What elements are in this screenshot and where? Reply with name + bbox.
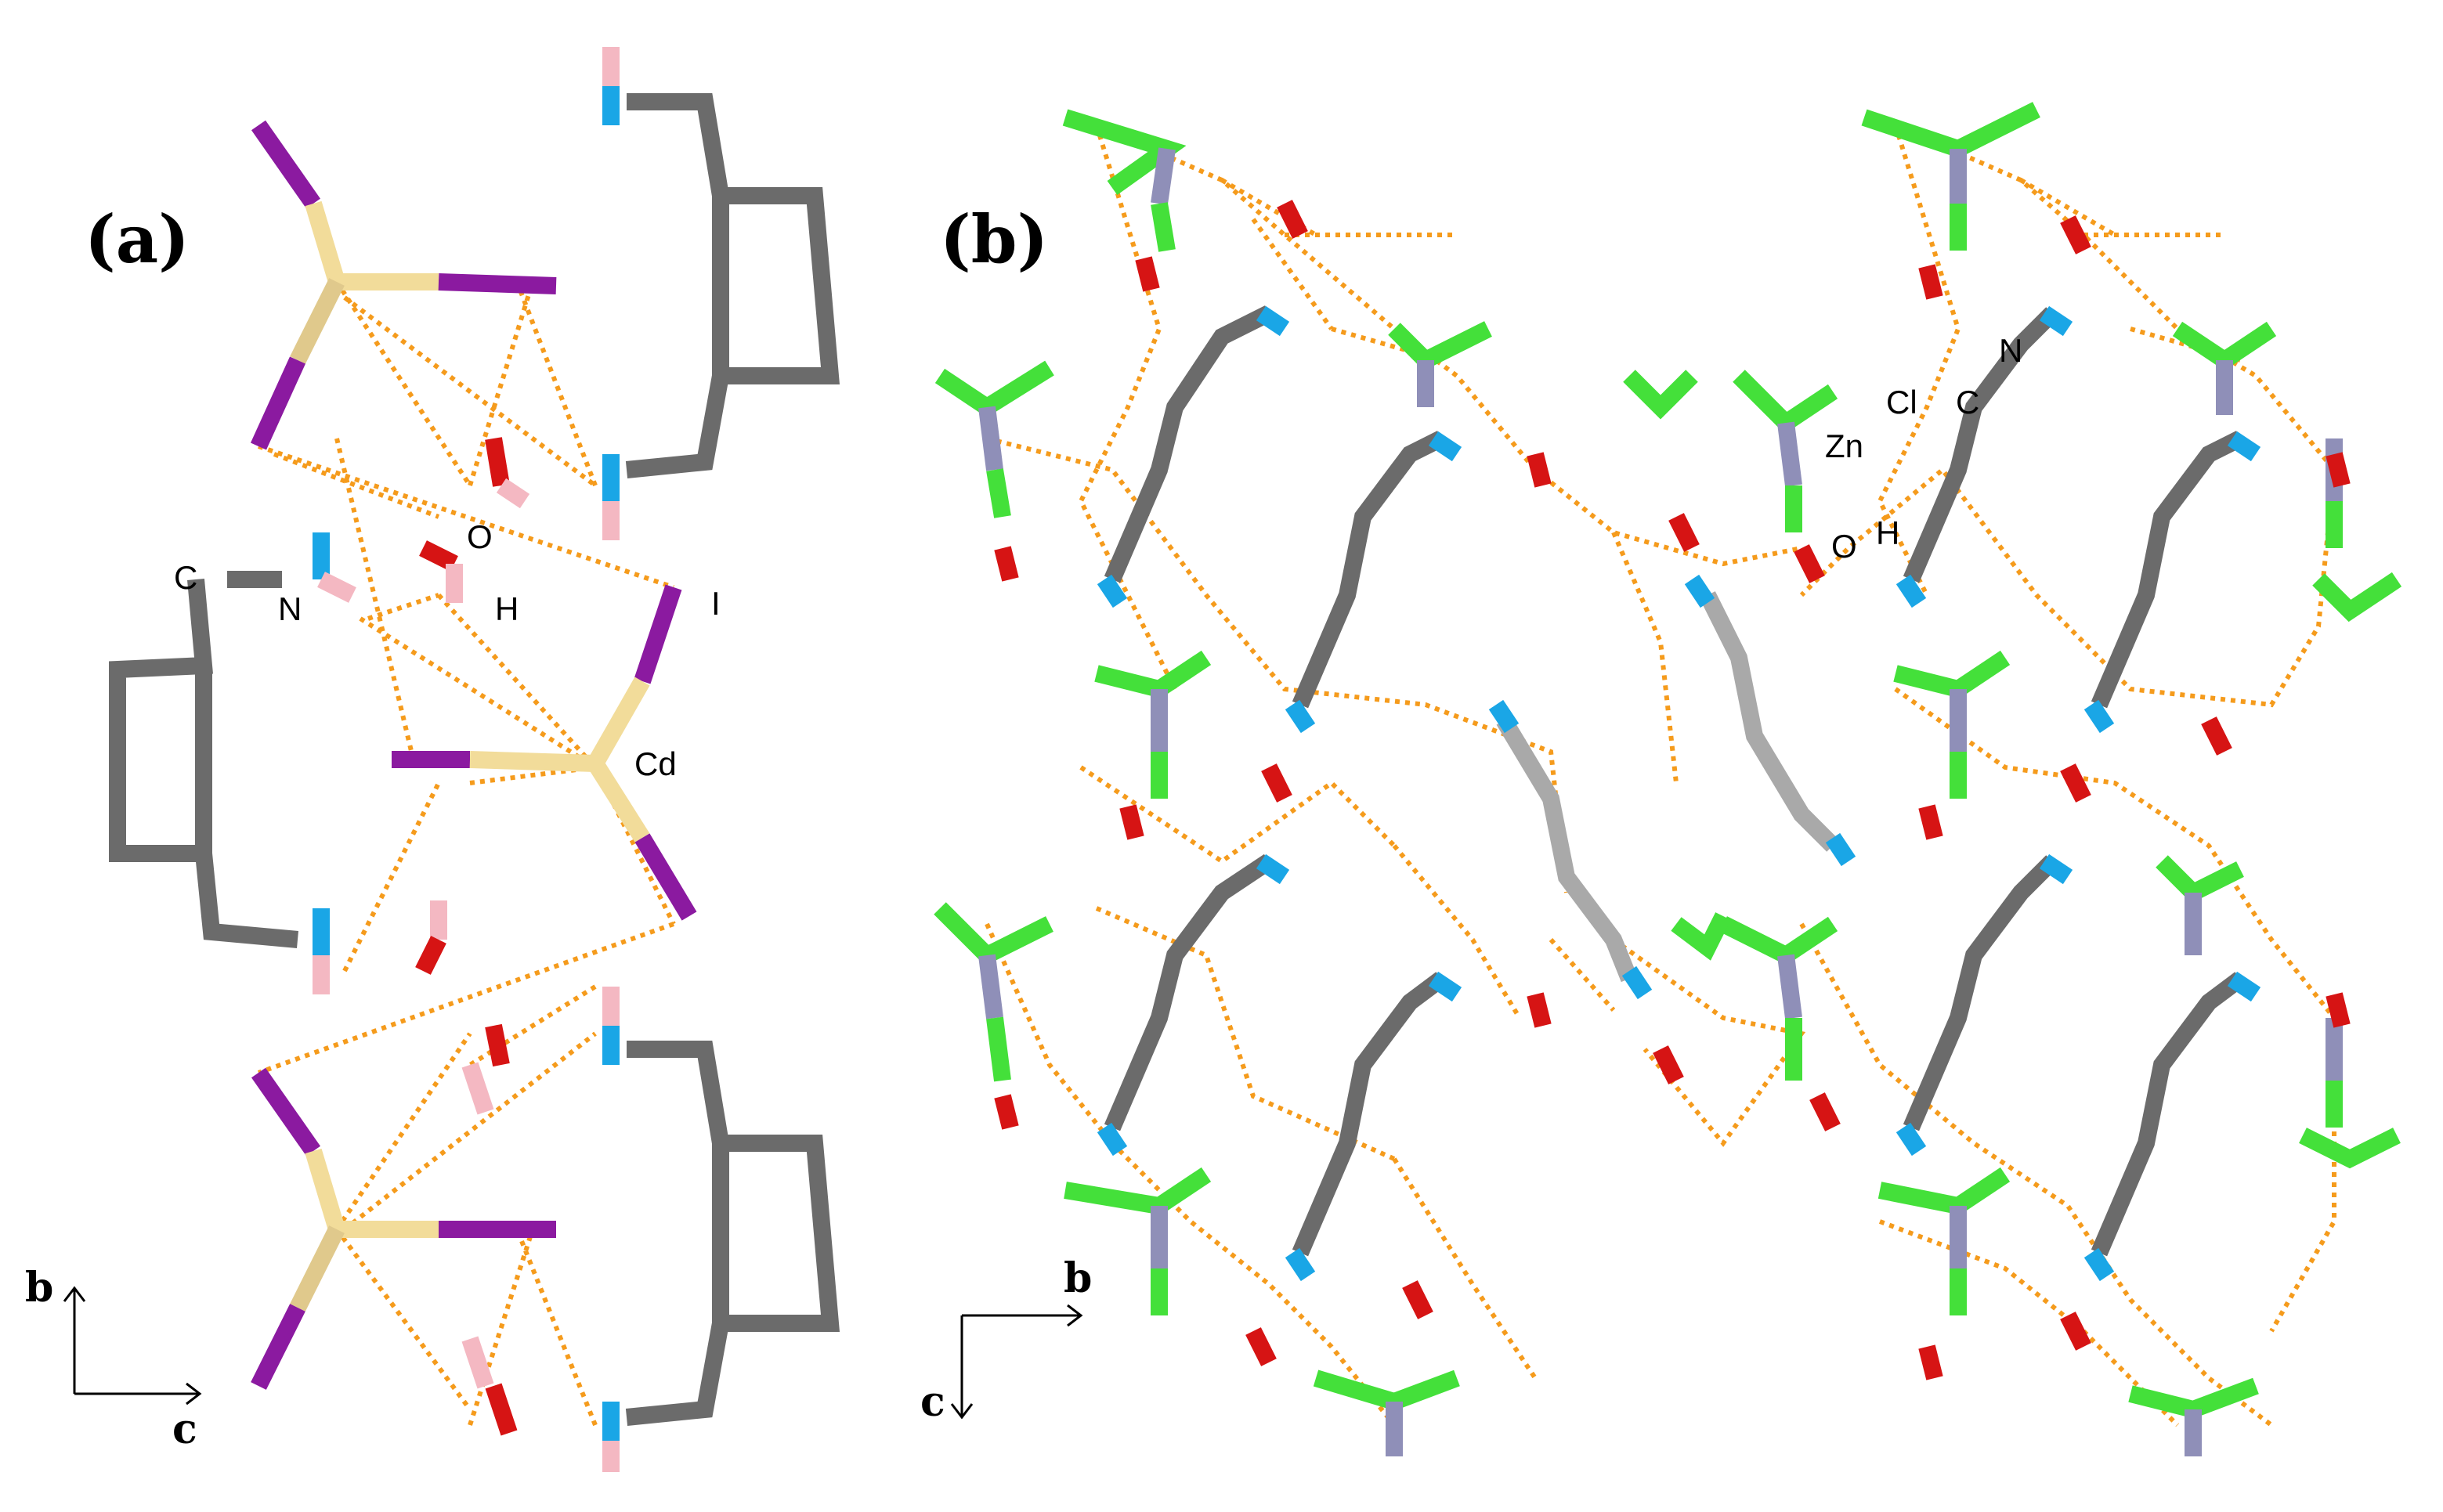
- label-carbon-b: C: [1956, 384, 1979, 420]
- label-iodine: I: [711, 585, 721, 622]
- panel-b-hydrogen-bonds: [985, 123, 2336, 1427]
- label-hydrogen: H: [495, 590, 519, 627]
- panel-b: (b) Cl C N Zn O H b c: [920, 102, 2402, 1456]
- label-nitrogen: N: [278, 590, 302, 627]
- organic-cation-central: [109, 532, 463, 994]
- panel-a-letter: (a): [85, 200, 190, 278]
- axis-label-c: c: [172, 1406, 197, 1453]
- cd-iodide-unit-central: [392, 584, 697, 921]
- axis-label-b-panel-b: b: [1064, 1254, 1092, 1302]
- label-oxygen: O: [467, 518, 493, 555]
- label-nitrogen-b: N: [1999, 332, 2022, 369]
- label-carbon: C: [174, 559, 197, 596]
- cd-iodide-unit-upper: [250, 120, 557, 450]
- label-zinc: Zn: [1825, 428, 1863, 464]
- panel-b-axis-indicator: b c: [920, 1254, 1092, 1426]
- organic-cation-lower: [461, 987, 840, 1472]
- panel-b-letter: (b): [940, 200, 1048, 278]
- label-hydrogen-b: H: [1876, 514, 1899, 551]
- axis-label-c-panel-b: c: [920, 1378, 945, 1426]
- label-chlorine: Cl: [1886, 384, 1917, 420]
- zncl-tetrahedra: [934, 102, 2402, 1456]
- axis-label-b: b: [25, 1264, 53, 1312]
- organic-cation-upper: [485, 47, 840, 540]
- panel-a-axis-indicator: b c: [25, 1264, 202, 1453]
- water-molecules: [994, 200, 2351, 1380]
- organic-cations-b: [1097, 305, 2261, 1282]
- panel-a: (a) O C N H I Cd b c: [25, 47, 840, 1472]
- cd-iodide-unit-lower: [251, 1067, 556, 1390]
- label-oxygen-b: O: [1831, 528, 1857, 565]
- label-cadmium: Cd: [634, 745, 677, 782]
